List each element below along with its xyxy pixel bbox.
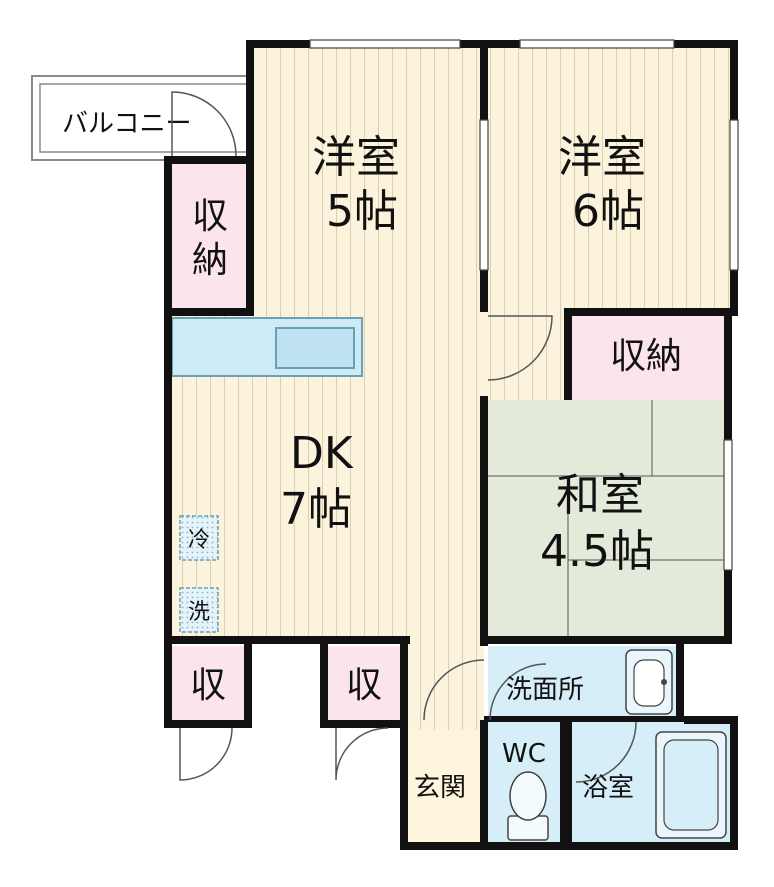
storage-right-label: 収納 [610,336,682,377]
vanity-basin [625,649,673,715]
door-swings [171,91,637,783]
storage-left-floor [170,162,250,312]
closet-1-floor [168,646,246,722]
japanese-room-name: 和室 [556,470,644,521]
balcony-label: バルコニー [62,109,191,139]
kitchen-counter [171,317,363,377]
hall-floor [406,638,484,730]
closet-2-floor [324,646,402,722]
storage-left-label-2: 納 [192,240,228,281]
wc-label: WC [502,739,546,769]
toilet [507,771,549,841]
fridge-label: 冷 [188,528,210,553]
windows [309,39,739,571]
dk-size: 7帖 [280,484,352,535]
room-western-6-size: 6帖 [572,186,644,237]
room-western-5-size: 5帖 [326,186,398,237]
washer-label: 洗 [188,600,210,625]
washer-space: 洗 [179,587,219,633]
washroom-label: 洗面所 [506,675,584,705]
sink [275,327,355,369]
bath-label: 浴室 [582,773,634,803]
room-western-6-name: 洋室 [558,132,646,183]
closet-2-label: 収 [346,665,382,706]
entrance-label: 玄関 [414,773,466,803]
bathtub [655,731,727,839]
room-western-5-name: 洋室 [312,132,400,183]
fridge-space: 冷 [179,515,219,561]
room-western-5-floor [252,46,484,314]
japanese-room-floor [488,400,728,638]
closet-1-label: 収 [190,665,226,706]
entrance-floor [406,730,484,844]
dk-name: DK [290,428,354,479]
storage-right-floor [570,316,728,400]
japanese-room-size: 4.5帖 [540,526,654,577]
dk-floor-ext [484,314,570,400]
room-western-6-floor [484,46,732,314]
balcony: バルコニー [31,75,251,161]
storage-left-label-1: 収 [192,196,228,237]
